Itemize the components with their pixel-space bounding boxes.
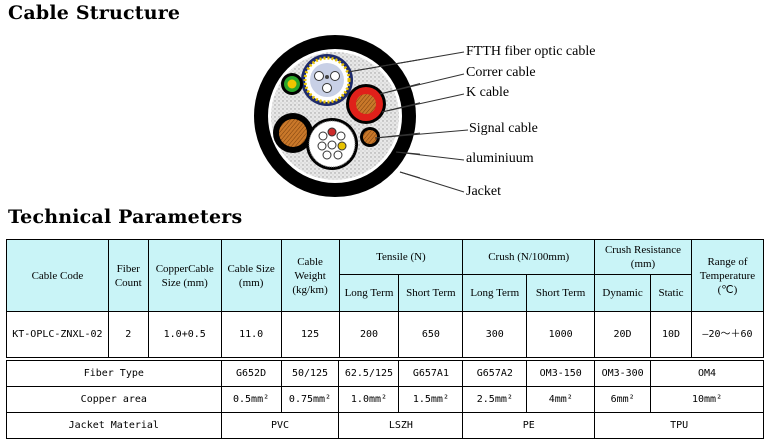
material-table: Fiber Type G652D 50/125 62.5/125 G657A1 …: [6, 360, 764, 439]
k-cable: [273, 113, 313, 153]
copper-area-value: 2.5mm²: [462, 386, 528, 413]
cell-temp: —20～＋60: [690, 311, 765, 358]
fiber-type-value: 50/125: [280, 360, 340, 387]
hdr-tensile-short: Short Term: [398, 274, 464, 312]
cell-cable-size: 11.0: [220, 311, 282, 358]
hdr-cable-code: Cable Code: [6, 239, 109, 312]
jacket-value: PVC: [220, 412, 340, 439]
table-row: Jacket Material PVC LSZH PE TPU: [6, 412, 764, 439]
cell-copper-size: 1.0+0.5: [147, 311, 222, 358]
copper-area-value: 0.75mm²: [280, 386, 340, 413]
hdr-crush-long: Long Term: [462, 274, 528, 312]
copper-area-value: 1.5mm²: [398, 386, 464, 413]
label-ftth: FTTH fiber optic cable: [466, 44, 596, 59]
hdr-fiber-count: Fiber Count: [107, 239, 149, 312]
label-k-cable: K cable: [466, 85, 510, 100]
hdr-crush-short: Short Term: [526, 274, 596, 312]
label-copper: Correr cable: [466, 65, 536, 80]
leader-lines-ext: [347, 51, 469, 193]
cell-crush-short: 1000: [526, 311, 596, 358]
cell-cable-weight: 125: [280, 311, 340, 358]
small-copper-core: [360, 127, 380, 147]
hdr-temperature: Range of Temperature (℃): [690, 239, 765, 312]
cell-tensile-short: 650: [398, 311, 464, 358]
hdr-cable-size: Cable Size (mm): [220, 239, 282, 312]
label-aluminium: aluminiuum: [466, 151, 534, 166]
technical-parameters-heading: Technical Parameters: [8, 206, 243, 228]
fiber-type-value: OM3-300: [594, 360, 652, 387]
cell-dynamic: 20D: [594, 311, 652, 358]
jacket-material-label: Jacket Material: [6, 412, 222, 439]
cell-tensile-long: 200: [338, 311, 400, 358]
green-core: [281, 73, 303, 95]
jacket-value: TPU: [594, 412, 764, 439]
hdr-cable-weight: Cable Weight (kg/km): [280, 239, 340, 312]
fiber-type-value: G657A1: [398, 360, 464, 387]
hdr-crush: Crush (N/100mm): [462, 239, 596, 275]
copper-cable: [346, 84, 386, 124]
copper-area-value: 4mm²: [526, 386, 596, 413]
fiber-type-value: 62.5/125: [338, 360, 400, 387]
table-row: Fiber Type G652D 50/125 62.5/125 G657A1 …: [6, 360, 764, 387]
hdr-static: Static: [650, 274, 692, 312]
ftth-fiber-cable: [301, 54, 353, 106]
fiber-type-value: OM4: [650, 360, 764, 387]
hdr-copper-size: CopperCable Size (mm): [147, 239, 222, 312]
fiber-type-value: G652D: [220, 360, 282, 387]
spec-table: Cable Code Fiber Count CopperCable Size …: [6, 239, 765, 358]
copper-area-label: Copper area: [6, 386, 222, 413]
fiber-type-value: OM3-150: [526, 360, 596, 387]
copper-area-value: 0.5mm²: [220, 386, 282, 413]
label-jacket: Jacket: [466, 184, 501, 199]
jacket-value: LSZH: [338, 412, 464, 439]
cable-cross-section-diagram: [254, 35, 420, 197]
copper-area-value: 1.0mm²: [338, 386, 400, 413]
fiber-type-label: Fiber Type: [6, 360, 222, 387]
hdr-tensile: Tensile (N): [338, 239, 464, 275]
signal-cable: [306, 118, 358, 170]
cell-static: 10D: [650, 311, 692, 358]
copper-area-value: 6mm²: [594, 386, 652, 413]
cell-code: KT-OPLC-ZNXL-02: [6, 311, 109, 358]
label-signal: Signal cable: [469, 121, 538, 136]
hdr-dynamic: Dynamic: [594, 274, 652, 312]
fiber-type-value: G657A2: [462, 360, 528, 387]
copper-area-value: 10mm²: [650, 386, 764, 413]
hdr-crush-resistance: Crush Resistance (mm): [594, 239, 692, 275]
table-row: KT-OPLC-ZNXL-02 2 1.0+0.5 11.0 125 200 6…: [6, 311, 765, 358]
cell-crush-long: 300: [462, 311, 528, 358]
table-row: Copper area 0.5mm² 0.75mm² 1.0mm² 1.5mm²…: [6, 386, 764, 413]
jacket-value: PE: [462, 412, 596, 439]
cable-structure-heading: Cable Structure: [8, 2, 181, 24]
hdr-tensile-long: Long Term: [338, 274, 400, 312]
cell-fiber-count: 2: [107, 311, 149, 358]
